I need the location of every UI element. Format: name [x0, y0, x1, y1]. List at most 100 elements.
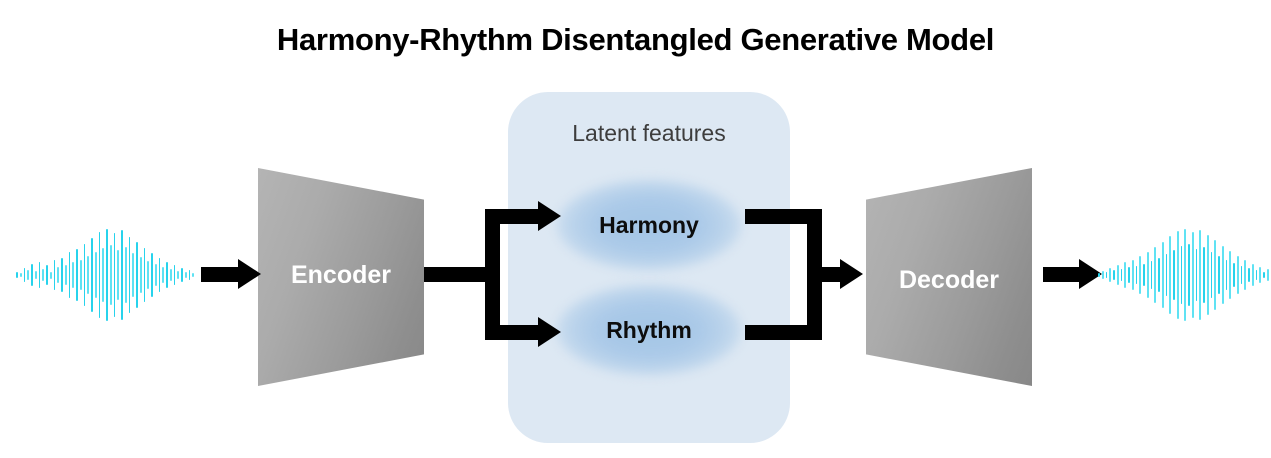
waveform-bar	[1221, 246, 1224, 304]
waveform-bar	[1173, 250, 1175, 300]
waveform-bar	[1244, 260, 1246, 290]
decoder-label: Decoder	[898, 266, 1000, 294]
waveform-bar	[79, 260, 82, 290]
waveform-bar	[1116, 265, 1119, 285]
waveform-bar	[1259, 267, 1261, 283]
waveform-bar	[64, 265, 67, 285]
waveform-bar	[1180, 246, 1183, 304]
waveform-bar	[1146, 252, 1149, 298]
waveform-bar	[192, 273, 194, 277]
rhythm-label: Rhythm	[606, 317, 692, 343]
waveform-bar	[154, 264, 157, 286]
waveform-bar	[139, 257, 142, 293]
waveform-bar	[19, 273, 22, 277]
waveform-bar	[1229, 251, 1231, 299]
waveform-bar	[177, 271, 179, 279]
rhythm-arrow-shaft	[485, 325, 548, 340]
rhythm-arrow-head-icon	[538, 317, 561, 347]
waveform-bar	[1161, 242, 1164, 308]
split-junction-line	[485, 216, 500, 333]
waveform-bar	[162, 267, 164, 283]
harmony-blob	[556, 179, 742, 271]
waveform-bar	[1150, 261, 1153, 289]
waveform-bar	[1248, 268, 1250, 282]
waveform-bar	[1214, 240, 1216, 310]
waveform-bar	[1203, 247, 1205, 303]
waveform-bar	[27, 270, 29, 280]
waveform-bar	[1195, 249, 1198, 301]
decoder-block	[866, 168, 1032, 386]
waveform-bar	[1113, 270, 1115, 280]
waveform-bar	[1236, 256, 1239, 294]
waveform-bar	[1263, 272, 1265, 278]
waveform-bar	[128, 237, 131, 313]
input-arrow-head-icon	[238, 259, 261, 289]
waveform-bar	[188, 270, 191, 280]
waveform-bar	[184, 272, 187, 278]
waveform-bar	[1199, 230, 1201, 320]
encoder-label: Encoder	[290, 261, 392, 289]
page-title: Harmony-Rhythm Disentangled Generative M…	[276, 22, 995, 57]
harmony-label: Harmony	[599, 212, 699, 238]
waveform-bar	[72, 262, 74, 288]
harmony-output-line	[745, 209, 822, 224]
waveform-bar	[1124, 262, 1126, 288]
waveform-bar	[113, 233, 116, 317]
input-arrow-shaft	[201, 267, 241, 282]
waveform-bar	[91, 238, 93, 312]
waveform-bar	[102, 248, 104, 302]
harmony-arrow-shaft	[485, 209, 548, 224]
waveform-bar	[169, 269, 172, 281]
waveform-bar	[1139, 256, 1141, 294]
waveform-bar	[106, 229, 108, 321]
waveform-bar	[121, 230, 123, 320]
waveform-bar	[1128, 267, 1130, 283]
rhythm-blob	[556, 284, 742, 376]
waveform-bar	[143, 248, 146, 302]
waveform-bar	[181, 268, 183, 282]
waveform-bar	[1154, 247, 1156, 303]
waveform-bar	[1169, 236, 1171, 314]
waveform-bar	[166, 262, 168, 288]
waveform-bar	[1233, 263, 1235, 287]
encoder-block	[258, 168, 424, 386]
waveform-bar	[83, 244, 86, 306]
waveform-bar	[42, 269, 44, 281]
waveform-bar	[1188, 244, 1190, 306]
waveform-bar	[1266, 269, 1269, 281]
waveform-bar	[1184, 229, 1186, 321]
encoder-output-line	[424, 267, 496, 282]
waveform-bar	[31, 264, 33, 286]
waveform-bar	[1105, 272, 1108, 278]
waveform-bar	[76, 249, 78, 301]
waveform-bar	[1206, 235, 1209, 315]
waveform-bar	[53, 260, 56, 290]
waveform-bar	[94, 252, 97, 298]
decoder-input-arrow-head-icon	[840, 259, 863, 289]
waveform-bar	[61, 258, 63, 292]
waveform-bar	[46, 265, 48, 285]
waveform-bar	[124, 247, 127, 303]
waveform-bar	[87, 256, 89, 294]
waveform-bar	[158, 258, 161, 292]
output-waveform	[1098, 227, 1271, 323]
waveform-bar	[1135, 266, 1138, 284]
waveform-bar	[1120, 269, 1123, 281]
waveform-bar	[68, 252, 71, 298]
waveform-bar	[57, 267, 59, 283]
waveform-bar	[147, 261, 149, 289]
waveform-bar	[1191, 232, 1194, 318]
waveform-bar	[1131, 260, 1134, 290]
waveform-bar	[1255, 270, 1258, 280]
waveform-bar	[1176, 231, 1179, 319]
output-arrow-shaft	[1043, 267, 1083, 282]
waveform-bar	[1240, 266, 1243, 284]
output-arrow-head-icon	[1079, 259, 1102, 289]
waveform-bar	[1098, 273, 1100, 277]
waveform-bar	[1101, 271, 1104, 279]
waveform-bar	[1165, 254, 1168, 296]
waveform-bar	[1225, 260, 1228, 290]
waveform-bar	[16, 272, 18, 278]
waveform-bar	[23, 268, 26, 282]
decoder-input-arrow-shaft	[807, 267, 849, 282]
